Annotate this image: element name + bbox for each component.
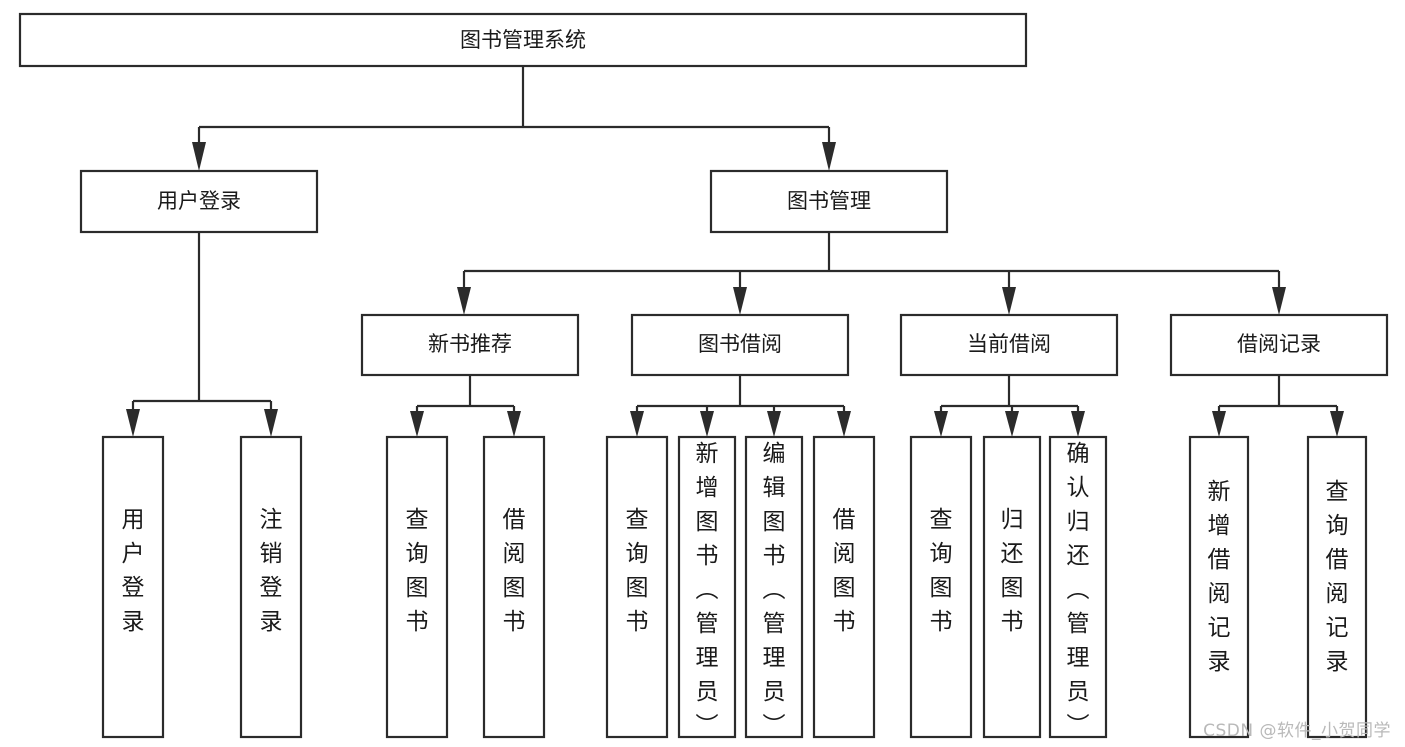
node-book-management-label: 图书管理	[787, 189, 871, 213]
node-user-login-box[interactable]	[79, 169, 319, 234]
node-leaf-logout-login[interactable]: 注销登录	[239, 435, 303, 739]
node-leaf-query-book-current[interactable]: 查询图书	[909, 435, 973, 739]
node-borrow-record-label: 借阅记录	[1237, 332, 1321, 356]
node-leaf-edit-book-admin[interactable]: 编辑图书︵管理员︶	[744, 435, 804, 739]
arrowhead-leaf-query-borrow-record	[1330, 411, 1344, 437]
node-leaf-edit-book-admin-label: 编辑图书︵管理员︶	[763, 441, 786, 739]
arrowhead-book-management	[822, 142, 836, 171]
arrowhead-leaf-add-borrow-record	[1212, 411, 1226, 437]
node-leaf-user-login[interactable]: 用户登录	[101, 435, 165, 739]
node-leaf-add-borrow-record-box[interactable]	[1188, 435, 1250, 739]
arrowhead-leaf-edit-book-admin	[767, 411, 781, 437]
arrowhead-leaf-query-book-borrow	[630, 411, 644, 437]
node-book-borrow-label: 图书借阅	[698, 332, 782, 356]
node-leaf-confirm-return-admin-label: 确认归还︵管理员︶	[1067, 441, 1090, 739]
node-leaf-query-book-recommend-box[interactable]	[385, 435, 449, 739]
node-leaf-return-book[interactable]: 归还图书	[982, 435, 1042, 739]
node-leaf-borrow-book-recommend[interactable]: 借阅图书	[482, 435, 546, 739]
node-leaf-logout-login-box[interactable]	[239, 435, 303, 739]
node-leaf-query-borrow-record[interactable]: 查询借阅记录	[1306, 435, 1368, 739]
arrowhead-leaf-borrow-book-recommend	[507, 411, 521, 437]
node-leaf-return-book-label: 归还图书	[1001, 507, 1024, 635]
node-leaf-user-login-label: 用户登录	[122, 507, 145, 635]
node-leaf-edit-book-admin-box[interactable]	[744, 435, 804, 739]
node-user-login[interactable]: 用户登录	[79, 169, 319, 234]
node-leaf-confirm-return-admin-box[interactable]	[1048, 435, 1108, 739]
node-user-login-label: 用户登录	[157, 189, 241, 213]
node-new-book-recommend-box[interactable]	[360, 313, 580, 377]
node-leaf-query-book-current-label: 查询图书	[930, 507, 953, 635]
node-current-borrow-label: 当前借阅	[967, 332, 1051, 356]
node-current-borrow-box[interactable]	[899, 313, 1119, 377]
node-leaf-user-login-box[interactable]	[101, 435, 165, 739]
node-root[interactable]: 图书管理系统	[18, 12, 1028, 68]
node-leaf-borrow-book-recommend-box[interactable]	[482, 435, 546, 739]
arrowhead-leaf-return-book	[1005, 411, 1019, 437]
node-borrow-record-box[interactable]	[1169, 313, 1389, 377]
node-leaf-query-book-recommend-label: 查询图书	[406, 507, 429, 635]
node-leaf-borrow-book-recommend-label: 借阅图书	[503, 507, 526, 635]
node-current-borrow[interactable]: 当前借阅	[899, 313, 1119, 377]
node-leaf-borrow-book-borrow-box[interactable]	[812, 435, 876, 739]
node-book-borrow-box[interactable]	[630, 313, 850, 377]
arrowhead-leaf-query-book-recommend	[410, 411, 424, 437]
node-new-book-recommend-label: 新书推荐	[428, 332, 512, 356]
node-leaf-add-book-admin[interactable]: 新增图书︵管理员︶	[677, 435, 737, 739]
node-leaf-confirm-return-admin[interactable]: 确认归还︵管理员︶	[1048, 435, 1108, 739]
arrowhead-leaf-logout-login	[264, 409, 278, 437]
node-leaf-query-borrow-record-label: 查询借阅记录	[1326, 479, 1349, 675]
node-leaf-query-book-current-box[interactable]	[909, 435, 973, 739]
node-leaf-return-book-box[interactable]	[982, 435, 1042, 739]
node-leaf-add-book-admin-label: 新增图书︵管理员︶	[696, 441, 719, 739]
node-leaf-query-book-recommend[interactable]: 查询图书	[385, 435, 449, 739]
arrowhead-book-borrow	[733, 287, 747, 315]
node-root-box[interactable]	[18, 12, 1028, 68]
arrowhead-user-login	[192, 142, 206, 171]
arrowhead-leaf-user-login	[126, 409, 140, 437]
arrowhead-new-book-recommend	[457, 287, 471, 315]
arrowhead-leaf-add-book-admin	[700, 411, 714, 437]
node-leaf-query-book-borrow-label: 查询图书	[626, 507, 649, 635]
node-book-borrow[interactable]: 图书借阅	[630, 313, 850, 377]
node-book-management[interactable]: 图书管理	[709, 169, 949, 234]
node-borrow-record[interactable]: 借阅记录	[1169, 313, 1389, 377]
node-leaf-add-borrow-record-label: 新增借阅记录	[1208, 479, 1231, 675]
node-book-management-box[interactable]	[709, 169, 949, 234]
node-leaf-borrow-book-borrow[interactable]: 借阅图书	[812, 435, 876, 739]
node-leaf-query-book-borrow[interactable]: 查询图书	[605, 435, 669, 739]
node-new-book-recommend[interactable]: 新书推荐	[360, 313, 580, 377]
arrowhead-leaf-query-book-current	[934, 411, 948, 437]
node-leaf-add-book-admin-box[interactable]	[677, 435, 737, 739]
node-root-label: 图书管理系统	[460, 28, 586, 52]
node-leaf-query-book-borrow-box[interactable]	[605, 435, 669, 739]
arrowhead-leaf-confirm-return-admin	[1071, 411, 1085, 437]
arrowhead-borrow-record	[1272, 287, 1286, 315]
node-leaf-query-borrow-record-box[interactable]	[1306, 435, 1368, 739]
connector-layer	[126, 66, 1344, 437]
node-leaf-logout-login-label: 注销登录	[260, 507, 283, 635]
arrowhead-current-borrow	[1002, 287, 1016, 315]
arrowhead-leaf-borrow-book-borrow	[837, 411, 851, 437]
node-leaf-borrow-book-borrow-label: 借阅图书	[833, 507, 856, 635]
node-leaf-add-borrow-record[interactable]: 新增借阅记录	[1188, 435, 1250, 739]
